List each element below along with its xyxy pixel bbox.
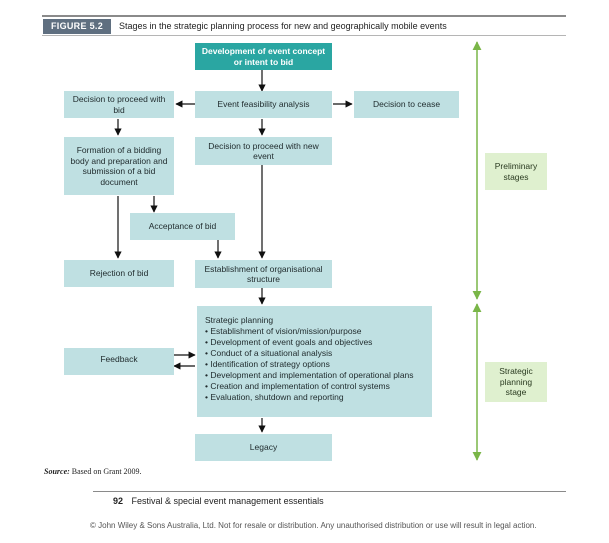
acceptance-box: Acceptance of bid <box>130 213 235 240</box>
rejection-box: Rejection of bid <box>64 260 174 287</box>
strategic-planning-item: Establishment of vision/mission/purpose <box>205 326 424 337</box>
source-label: Source: <box>44 467 70 476</box>
development-box: Development of event concept or intent t… <box>195 43 332 70</box>
decision-new-box: Decision to proceed with new event <box>195 137 332 165</box>
page-footer: 92 Festival & special event management e… <box>113 496 324 506</box>
strategic-planning-item: Conduct of a situational analysis <box>205 348 424 359</box>
strategic-planning-item: Development and implementation of operat… <box>205 370 424 381</box>
header-underline <box>42 35 566 36</box>
strategic-planning-item: Evaluation, shutdown and reporting <box>205 392 424 403</box>
strategic-planning-stage-label: Strategic planning stage <box>485 362 547 402</box>
figure-title: Stages in the strategic planning process… <box>119 21 447 31</box>
header-rule <box>42 15 566 17</box>
copyright-notice: © John Wiley & Sons Australia, Ltd. Not … <box>90 521 537 530</box>
decision-bid-box: Decision to proceed with bid <box>64 91 174 118</box>
book-title: Festival & special event management esse… <box>131 496 324 506</box>
source-note: Source: Based on Grant 2009. <box>44 467 142 476</box>
formation-box: Formation of a bidding body and preparat… <box>64 137 174 195</box>
strategic-planning-item: Creation and implementation of control s… <box>205 381 424 392</box>
strategic-planning-item: Development of event goals and objective… <box>205 337 424 348</box>
strategic-planning-list: Establishment of vision/mission/purpose … <box>205 326 424 403</box>
strategic-planning-title: Strategic planning <box>205 315 274 325</box>
preliminary-stages-label: Preliminary stages <box>485 153 547 190</box>
feasibility-box: Event feasibility analysis <box>195 91 332 118</box>
legacy-box: Legacy <box>195 434 332 461</box>
feedback-box: Feedback <box>64 348 174 375</box>
footer-rule <box>93 491 566 492</box>
decision-cease-box: Decision to cease <box>354 91 459 118</box>
page-number: 92 <box>113 496 124 506</box>
figure-label: FIGURE 5.2 <box>43 19 111 34</box>
strategic-planning-item: Identification of strategy options <box>205 359 424 370</box>
establishment-box: Establishment of organisational structur… <box>195 260 332 288</box>
strategic-planning-box: Strategic planning Establishment of visi… <box>197 306 432 417</box>
source-text: Based on Grant 2009. <box>71 467 142 476</box>
